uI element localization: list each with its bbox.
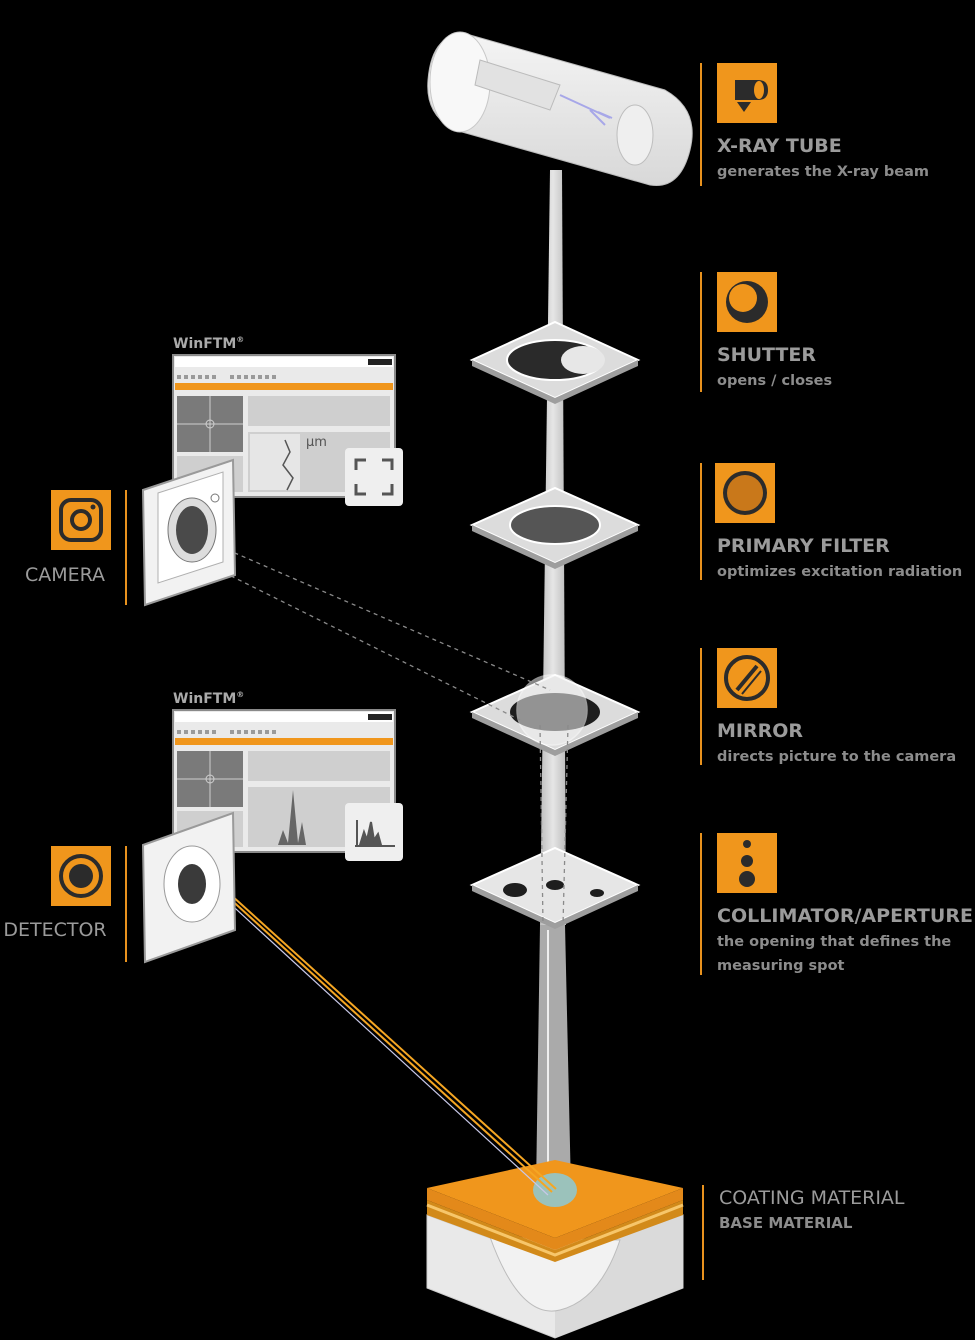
sample-block bbox=[426, 1160, 684, 1339]
spectrum-icon bbox=[345, 803, 403, 861]
fullscreen-icon bbox=[345, 448, 403, 506]
detector-icon bbox=[51, 846, 111, 906]
fluorescence-rays bbox=[199, 875, 557, 1196]
xray-tube bbox=[427, 31, 693, 187]
label-accent-bars bbox=[125, 63, 704, 1280]
winftm-label-2: WinFTM® bbox=[173, 690, 244, 707]
shutter-title: SHUTTER bbox=[717, 344, 816, 366]
collimator-desc-1: the opening that defines the bbox=[717, 934, 951, 950]
mirror-icon bbox=[717, 648, 777, 708]
detector-device bbox=[141, 811, 237, 964]
collimator-desc-2: measuring spot bbox=[717, 958, 845, 974]
camera-device bbox=[141, 458, 237, 607]
filter-desc: optimizes excitation radiation bbox=[717, 564, 962, 580]
winftm-label-1: WinFTM® bbox=[173, 335, 244, 352]
filter-title: PRIMARY FILTER bbox=[717, 535, 890, 557]
filter-icon bbox=[715, 463, 775, 523]
mirror-plate bbox=[469, 673, 641, 756]
micrometer-label: µm bbox=[306, 435, 327, 450]
xray-tube-icon bbox=[717, 63, 777, 123]
camera-sightline bbox=[194, 539, 569, 926]
collimator-icon bbox=[717, 833, 777, 893]
xray-tube-title: X-RAY TUBE bbox=[717, 135, 842, 157]
detector-title: DETECTOR bbox=[3, 919, 106, 941]
xray-beam-lower bbox=[536, 925, 571, 1190]
collimator-plate bbox=[469, 846, 641, 929]
mirror-title: MIRROR bbox=[717, 720, 803, 742]
xray-tube-desc: generates the X-ray beam bbox=[717, 164, 929, 180]
shutter-icon bbox=[717, 272, 777, 332]
camera-title: CAMERA bbox=[25, 564, 105, 586]
filter-plate bbox=[469, 486, 641, 569]
measuring-spot bbox=[533, 1173, 577, 1207]
camera-icon bbox=[51, 490, 111, 550]
base-label: BASE MATERIAL bbox=[719, 1214, 853, 1232]
mirror-desc: directs picture to the camera bbox=[717, 749, 956, 765]
collimator-title: COLLIMATOR/APERTURE bbox=[717, 905, 973, 927]
coating-label: COATING MATERIAL bbox=[719, 1187, 905, 1209]
shutter-plate bbox=[469, 320, 641, 404]
shutter-desc: opens / closes bbox=[717, 373, 832, 389]
